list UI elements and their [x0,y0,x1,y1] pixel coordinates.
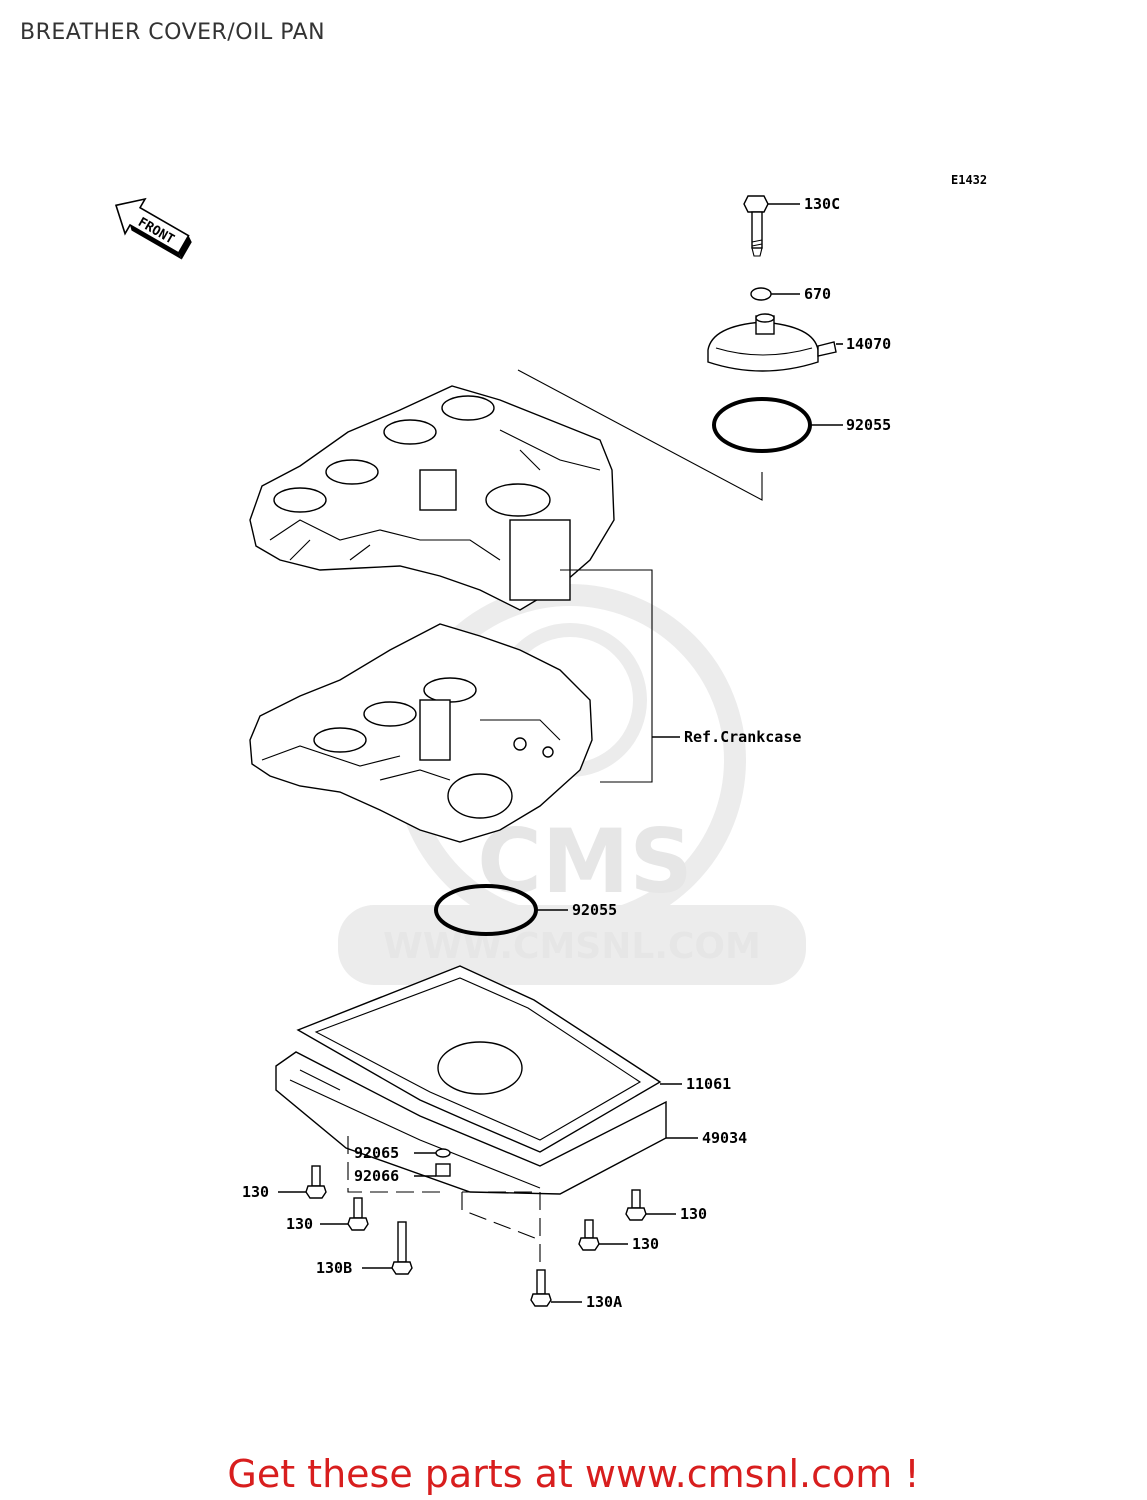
lower-crankcase [249,623,593,843]
label-130-left-1: 130 [242,1183,269,1201]
gasket-11061 [296,965,682,1153]
label-49034: 49034 [702,1129,747,1147]
label-670: 670 [804,285,831,303]
label-11061: 11061 [686,1075,731,1093]
drain-plug-92066 [414,1163,451,1177]
bolt-130-left-2 [320,1197,369,1231]
watermark-url: WWW.CMSNL.COM [383,926,761,967]
leader-cover-to-case [517,369,763,501]
bolt-130-left-1 [278,1165,327,1199]
oil-pan-49034 [275,1051,698,1195]
bolt-130c [743,195,800,257]
o-ring-92055-lower [434,884,568,936]
leader-drain [347,1136,541,1270]
label-92066: 92066 [354,1167,399,1185]
label-130a: 130A [586,1293,622,1311]
o-ring-92055-upper [712,397,843,453]
o-ring-670 [750,287,800,301]
figure-code: E1432 [951,173,987,187]
ref-crankcase-label: Ref.Crankcase [684,728,801,746]
label-130-right-1: 130 [680,1205,707,1223]
label-130c: 130C [804,195,840,213]
breather-cover-14070 [707,313,843,372]
page-title: BREATHER COVER/OIL PAN [20,20,326,45]
bolt-130b [362,1221,413,1275]
label-92055-lower: 92055 [572,901,617,919]
watermark-logo: CMS [477,810,693,913]
label-130-right-2: 130 [632,1235,659,1253]
label-14070: 14070 [846,335,891,353]
ref-crankcase-bracket [560,569,680,783]
bolt-130a [530,1269,582,1307]
bolt-130-right-2 [578,1219,628,1251]
label-92055-upper: 92055 [846,416,891,434]
label-130b: 130B [316,1259,352,1277]
label-92065: 92065 [354,1144,399,1162]
label-130-left-2: 130 [286,1215,313,1233]
footer-promo-link[interactable]: Get these parts at www.cmsnl.com ! [227,1452,920,1496]
front-arrow-icon: FRONT [114,197,192,260]
washer-92065 [414,1148,451,1158]
bolt-130-right-1 [625,1189,676,1221]
upper-crankcase [249,385,615,611]
